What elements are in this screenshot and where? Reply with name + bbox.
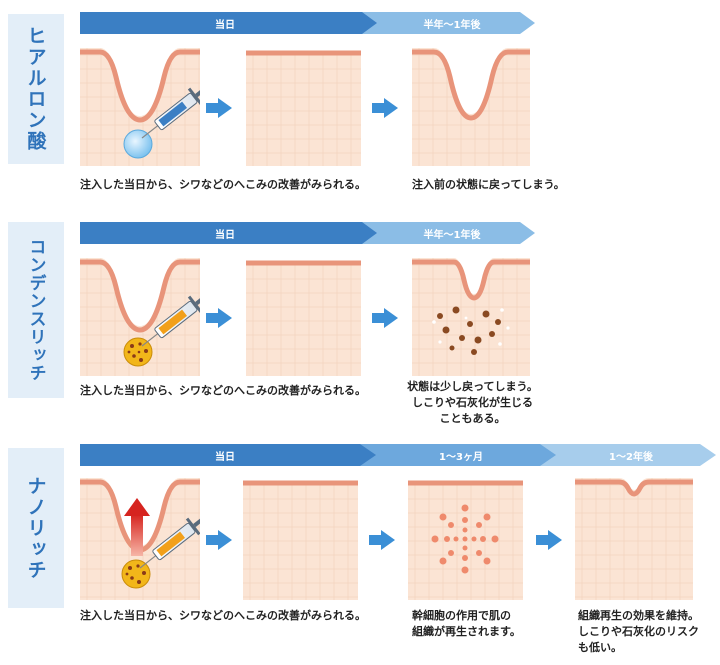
timeline-label-1-2-years: 1〜2年後 xyxy=(609,451,653,463)
caption-stem-cell-regeneration: 幹細胞の作用で肌の 組織が再生されます。 xyxy=(412,609,521,638)
caption-returned: 注入前の状態に戻ってしまう。 xyxy=(412,178,565,191)
skin-panel-wrinkle-nano-injection xyxy=(80,478,200,600)
timeline-label-half-year: 半年〜1年後 xyxy=(423,229,481,241)
skin-panel-flat xyxy=(246,258,361,376)
caption-effect-maintained: 組織再生の効果を維持。 しこりや石灰化のリスク も低い。 xyxy=(578,609,699,654)
label-nano-rich: ナノリッチ xyxy=(8,448,64,608)
timeline-label-1-3-months: 1〜3ヶ月 xyxy=(439,451,483,463)
skin-panel-effect-maintained xyxy=(575,478,693,600)
caption-injection-day: 注入した当日から、シワなどのへこみの改善がみられる。 xyxy=(80,609,366,622)
skin-panel-partial-return-calcification xyxy=(412,258,530,376)
timeline-condense-rich: 当日 半年〜1年後 xyxy=(80,222,535,244)
timeline-label-day: 当日 xyxy=(215,229,235,241)
caption-injection-day: 注入した当日から、シワなどのへこみの改善がみられる。 xyxy=(80,178,366,191)
timeline-label-half-year: 半年〜1年後 xyxy=(423,19,481,31)
arrow-right-icon xyxy=(372,98,398,118)
skin-panel-wrinkle-injection xyxy=(80,48,200,166)
row-nano-rich: ナノリッチ 当日 1〜3ヶ月 1〜2年後 xyxy=(0,440,720,665)
timeline-label-day: 当日 xyxy=(215,451,235,463)
label-condense-rich: コンデンスリッチ xyxy=(8,222,64,398)
timeline-nano-rich: 当日 1〜3ヶ月 1〜2年後 xyxy=(80,444,716,466)
row-condense-rich: コンデンスリッチ 当日 半年〜1年後 xyxy=(0,212,720,432)
skin-panel-flat xyxy=(243,478,358,600)
caption-injection-day: 注入した当日から、シワなどのへこみの改善がみられる。 xyxy=(80,384,366,397)
timeline-hyaluronic-acid: 当日 半年〜1年後 xyxy=(80,12,535,34)
label-hyaluronic-acid: ヒアルロン酸 xyxy=(8,14,64,164)
skin-panel-flat xyxy=(246,48,361,166)
caption-partial-return: 状態は少し戻ってしまう。 しこりや石灰化が生じる こともある。 xyxy=(407,380,538,425)
arrow-right-icon xyxy=(206,530,232,550)
timeline-label-day: 当日 xyxy=(215,19,235,31)
arrow-right-icon xyxy=(206,308,232,328)
row-hyaluronic-acid: ヒアルロン酸 当日 半年〜1年後 注入した当日から、 xyxy=(0,0,720,200)
arrow-right-icon xyxy=(536,530,562,550)
skin-panel-wrinkle-fat-injection xyxy=(80,258,200,376)
skin-panel-wrinkle-returned xyxy=(412,48,530,166)
arrow-right-icon xyxy=(369,530,395,550)
skin-panel-stem-cell-regeneration xyxy=(408,478,523,600)
arrow-right-icon xyxy=(372,308,398,328)
arrow-right-icon xyxy=(206,98,232,118)
